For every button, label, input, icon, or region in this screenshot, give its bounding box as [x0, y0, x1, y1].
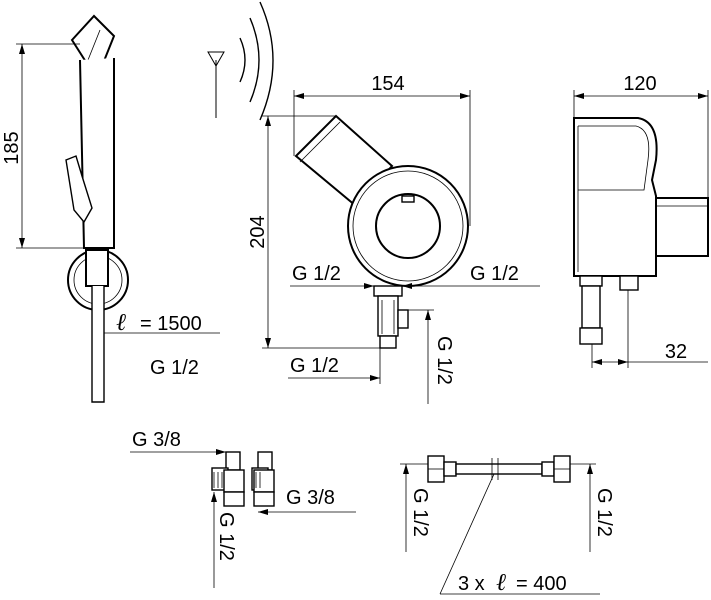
hose-piece-symbol: ℓ [496, 570, 506, 596]
side-valve [581, 285, 601, 329]
front-outlet-vertical-label: G 1/2 [433, 336, 455, 385]
angle-valve-left [225, 451, 241, 471]
sensor-symbol [207, 1, 274, 121]
side-spout-stub [655, 197, 709, 257]
hose-tube [455, 463, 543, 475]
hose [91, 286, 105, 403]
angle-valves-view: G 3/8 G 3/8 G 1/2 [130, 429, 356, 588]
valve-bottom-thread-label: G 1/2 [215, 512, 237, 561]
hose-left-thread-label: G 1/2 [409, 488, 431, 537]
front-inlet-right-label: G 1/2 [470, 263, 519, 285]
dim-hose-length: = 1500 [140, 313, 202, 335]
side-body [573, 117, 658, 277]
dim-side-depth: 32 [665, 341, 687, 363]
handshower-thread-label: G 1/2 [150, 357, 199, 379]
front-knob [375, 193, 441, 259]
front-inlet-left-label: G 1/2 [292, 263, 341, 285]
angle-valve-right [257, 451, 273, 471]
dim-handshower-height: 185 [1, 131, 23, 164]
hose-right-thread-label: G 1/2 [593, 488, 615, 537]
connection-hose-view: G 1/2 G 1/2 3 x ℓ = 400 [400, 455, 615, 596]
hose-count-label: 3 x [458, 573, 485, 595]
handshower-view: 185 ℓ = 1500 G 1/2 [1, 14, 220, 403]
valve-top-thread-label: G 3/8 [132, 429, 181, 451]
hose-piece-length-label: = 400 [516, 573, 567, 595]
hose-length-symbol: ℓ [116, 310, 126, 336]
handshower-head [70, 14, 116, 68]
dim-side-width: 120 [623, 73, 656, 95]
dim-front-height: 204 [247, 215, 269, 248]
front-view: 154 204 G 1/2 G 1/2 G 1/2 G 1/2 [247, 73, 540, 404]
side-view: 120 32 [573, 73, 709, 368]
dim-front-width: 154 [371, 73, 404, 95]
front-outlet-bottom-label: G 1/2 [290, 355, 339, 377]
valve-side-thread-label: G 3/8 [286, 487, 335, 509]
front-valve [377, 295, 399, 337]
handshower-trigger [65, 155, 93, 224]
